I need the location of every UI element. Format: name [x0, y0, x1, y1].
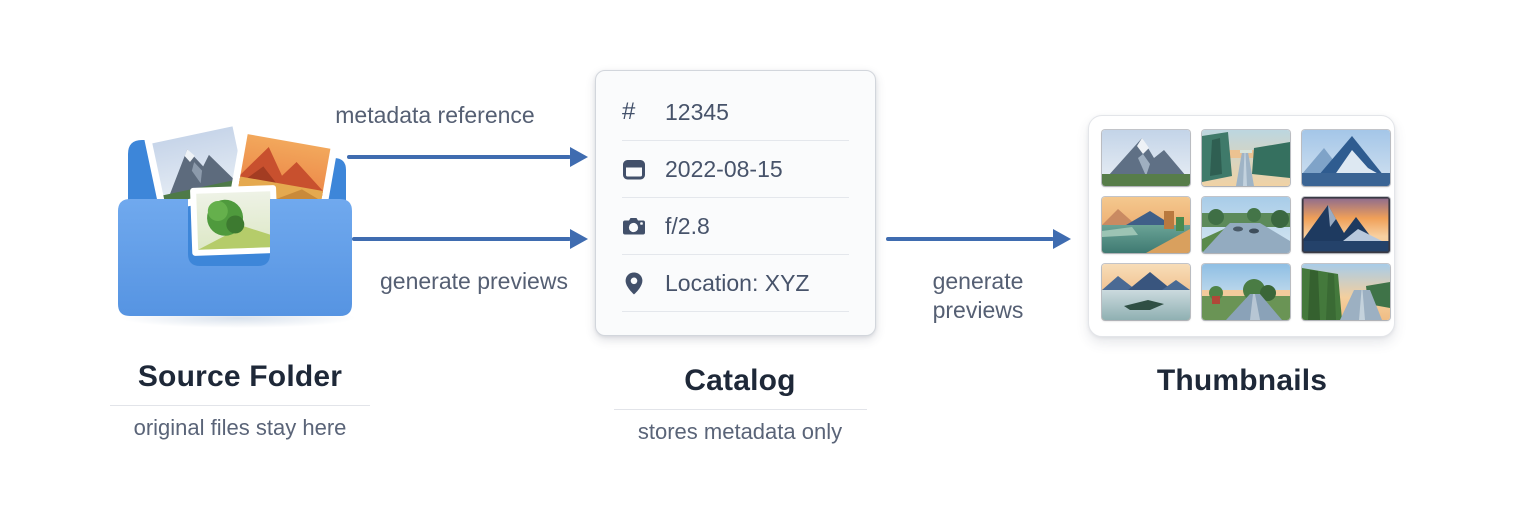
source-folder-title: Source Folder [137, 360, 343, 393]
thumbnails-title: Thumbnails [1156, 364, 1328, 397]
thumbnail [1302, 197, 1390, 253]
thumbnail-grid [1089, 116, 1394, 320]
source-folder-subtitle: original files stay here [133, 415, 347, 440]
divider [110, 405, 370, 406]
thumbnail [1102, 197, 1190, 253]
thumbnail [1302, 130, 1390, 186]
catalog-id-value: 12345 [665, 98, 729, 125]
arrow-generate-previews-right [886, 229, 1071, 249]
thumbnails-label-block: Thumbnails [1092, 364, 1392, 398]
arrow-generate-previews-left [352, 229, 588, 249]
divider [613, 409, 867, 410]
thumbnail [1202, 130, 1290, 186]
catalog-row-location: Location: XYZ [622, 255, 849, 312]
camera-icon [622, 214, 648, 238]
thumbnail [1202, 197, 1290, 253]
thumbnail [1302, 264, 1390, 320]
arrow-metadata-reference [347, 147, 588, 167]
photo-folder-icon [112, 106, 364, 332]
thumbnail [1202, 264, 1290, 320]
thumbnail [1102, 130, 1190, 186]
calendar-icon [622, 157, 648, 181]
catalog-row-date: 2022-08-15 [622, 141, 849, 198]
catalog-row-aperture: f/2.8 [622, 198, 849, 255]
catalog-date-value: 2022-08-15 [665, 155, 783, 182]
catalog-card: # 12345 2022-08-15 f/2.8 [595, 70, 876, 336]
arrow-label-generate-previews-left: generate previews [380, 268, 568, 294]
catalog-subtitle: stores metadata only [637, 419, 843, 444]
location-pin-icon [622, 271, 648, 295]
thumbnails-card [1088, 115, 1395, 337]
catalog-title: Catalog [684, 364, 796, 397]
source-folder-label-block: Source Folder original files stay here [90, 360, 390, 441]
arrow-label-generate-previews-right: generate previews [932, 268, 1024, 323]
catalog-label-block: Catalog stores metadata only [590, 364, 890, 445]
catalog-row-id: # 12345 [622, 84, 849, 141]
arrow-label-metadata-reference: metadata reference [335, 102, 535, 128]
catalog-location-value: Location: XYZ [665, 269, 810, 296]
hash-icon: # [622, 98, 636, 125]
thumbnail [1102, 264, 1190, 320]
catalog-aperture-value: f/2.8 [665, 212, 710, 239]
